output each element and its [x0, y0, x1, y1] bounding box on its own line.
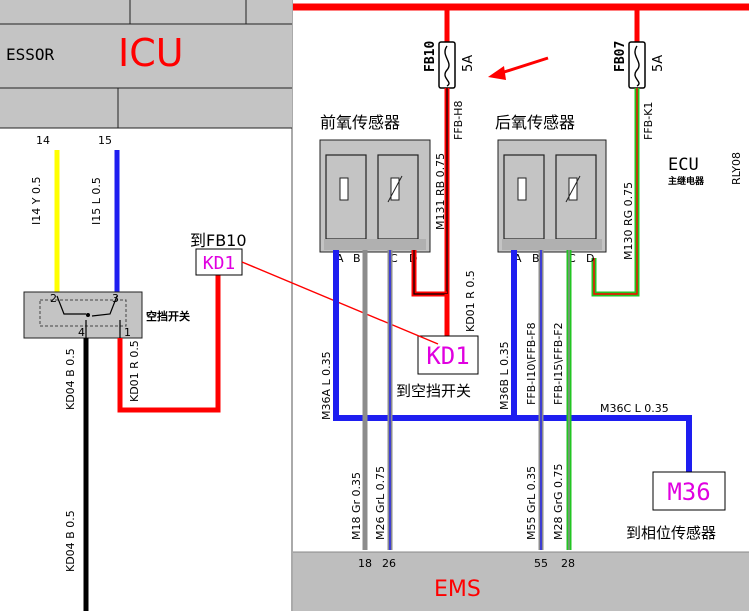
icu-module-body — [0, 0, 292, 128]
neutral-switch-pin-4: 4 — [78, 326, 85, 339]
fuse-fb10-element — [444, 45, 450, 87]
ref-kd1-right-box — [417, 335, 479, 375]
ems-pin-55: 55 — [534, 557, 548, 570]
wire-m130-label: M130 RG 0.75 — [622, 182, 635, 260]
neutral-switch-pin-1: 1 — [124, 326, 131, 339]
fuse-fb10-rating: 5A — [461, 55, 476, 72]
neutral-switch-pin-2: 2 — [50, 292, 57, 305]
neutral-switch-contact-1 — [56, 295, 86, 315]
icu-module-title: ICU — [118, 31, 184, 75]
wire-ffb-k1-label: FFB-K1 — [642, 102, 655, 140]
rear-o2-pin-a: A — [514, 252, 522, 265]
fuse-fb10-body — [438, 41, 456, 89]
wire-kd01-right-label: KD01 R 0.5 — [464, 270, 477, 332]
front-o2-pin-strip — [324, 239, 426, 250]
neutral-switch: 2 3 4 1 空挡开关 — [23, 291, 190, 339]
wire-m28-label: M28 GrG 0.75 — [552, 463, 565, 540]
ems-pin-26: 26 — [382, 557, 396, 570]
ecu-label: ECU — [668, 155, 699, 175]
icu-pin-15: 15 — [98, 134, 112, 147]
wire-kd04-label-bottom: KD04 B 0.5 — [64, 510, 77, 572]
rear-o2-pin-strip — [502, 239, 602, 250]
neutral-switch-contact-2 — [91, 295, 118, 317]
rear-o2-cell-diag — [565, 175, 581, 203]
ref-m36-box — [652, 471, 726, 511]
rear-o2-sensor-title: 后氧传感器 — [495, 113, 575, 132]
wire-front-d-red — [411, 250, 447, 297]
rear-o2-pin-c: C — [568, 252, 576, 265]
front-o2-heater-resistor — [339, 177, 349, 201]
wire-kd01-red-left — [117, 272, 221, 413]
wire-i15-label: I15 L 0.5 — [90, 177, 103, 225]
kd1-link-line — [241, 261, 439, 345]
front-o2-sensor-body — [319, 139, 431, 253]
fuse-fb07 — [628, 41, 646, 89]
ems-pin-18: 18 — [358, 557, 372, 570]
ems-pin-28: 28 — [561, 557, 575, 570]
wire-ffb-i10-label: FFB-I10\FFB-F8 — [525, 322, 538, 405]
wire-front-d-stripe — [413, 250, 447, 295]
fuse-fb10 — [438, 41, 456, 89]
ref-m36-label: M36 — [667, 478, 710, 506]
neutral-switch-inner — [39, 299, 127, 327]
wire-i14-label: I14 Y 0.5 — [30, 177, 43, 225]
ems-module-title: EMS — [434, 577, 481, 602]
front-o2-pin-a: A — [336, 252, 344, 265]
icu-module-partial-name: ESSOR — [6, 45, 55, 64]
neutral-switch-pivot — [86, 313, 90, 317]
ems-module: 18 26 55 28 EMS — [293, 551, 749, 611]
fuse-fb07-rating: 5A — [651, 55, 666, 72]
wire-m36a-label: M36A L 0.35 — [320, 351, 333, 420]
icu-module: ESSOR ICU — [0, 0, 292, 129]
wire-m130-stripe — [593, 88, 638, 295]
front-o2-sensor: A B C D — [319, 139, 431, 265]
rear-o2-sensor-body — [497, 139, 607, 253]
ems-module-body — [293, 552, 749, 611]
front-o2-pin-b: B — [353, 252, 361, 265]
ref-m36-caption: 到相位传感器 — [626, 524, 716, 542]
fuse-fb07-element — [634, 45, 640, 87]
wire-kd04-label-top: KD04 B 0.5 — [64, 348, 77, 410]
wire-kd01-left-label: KD01 R 0.5 — [128, 340, 141, 402]
rear-o2-pin-d: D — [586, 252, 594, 265]
fuse-fb10-name: FB10 — [423, 41, 438, 72]
fuse-fb07-name: FB07 — [613, 41, 628, 72]
wire-m18-label: M18 Gr 0.35 — [350, 472, 363, 540]
wire-m131-label: M131 RB 0.75 — [434, 153, 447, 230]
wire-ffb-i15-label: FFB-I15\FFB-F2 — [552, 322, 565, 405]
ref-kd1-caption: 到空挡开关 — [396, 382, 471, 400]
ref-kd1-left-label: KD1 — [203, 253, 236, 274]
rear-o2-pin-b: B — [532, 252, 540, 265]
pointer-arrow-head — [488, 66, 506, 80]
wire-m36b-label: M36B L 0.35 — [498, 341, 511, 410]
front-o2-sensor-title: 前氧传感器 — [320, 113, 400, 132]
rear-o2-sensor: A B C D — [497, 139, 607, 265]
pointer-arrow-shaft — [497, 56, 549, 76]
ref-kd1-right-label: KD1 — [426, 342, 469, 370]
front-o2-cell-diag — [387, 175, 403, 203]
neutral-switch-label: 空挡开关 — [146, 309, 190, 323]
ref-kd1-left-box — [195, 248, 243, 276]
wire-m55-label: M55 GrL 0.35 — [525, 466, 538, 540]
wire-m36c-label: M36C L 0.35 — [600, 402, 669, 415]
rear-o2-heater-resistor — [517, 177, 527, 201]
ref-to-fb10-title: 到FB10 — [190, 231, 247, 250]
fuse-fb07-body — [628, 41, 646, 89]
front-o2-pin-c: C — [390, 252, 398, 265]
neutral-switch-pin-3: 3 — [112, 292, 119, 305]
icu-pin-14: 14 — [36, 134, 50, 147]
main-relay-code: RLY08 — [730, 152, 743, 185]
wire-m26-label: M26 GrL 0.75 — [374, 466, 387, 540]
wire-ffb-h8-label: FFB-H8 — [452, 101, 465, 140]
main-relay-label: 主继电器 — [668, 175, 705, 187]
